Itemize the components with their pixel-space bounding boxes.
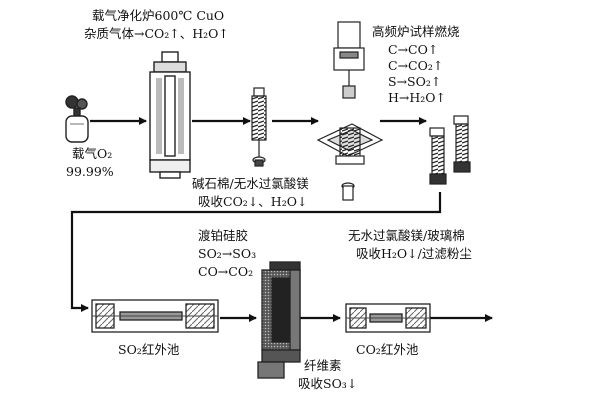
purifier-title: 载气净化炉600℃ CuO (92, 8, 225, 23)
purifier-reaction: 杂质气体→CO₂↑、H₂O↑ (84, 26, 229, 41)
arrow-filter-to-so2-cell (70, 192, 442, 312)
carrier-gas-purity: 99.99% (66, 164, 114, 179)
furnace-reaction-4: H→H₂O↑ (388, 90, 447, 105)
absorber-tube-1 (251, 87, 267, 167)
catalyst-furnace (257, 261, 301, 379)
cellulose-title: 纤维素 (304, 358, 342, 373)
furnace-title: 高频炉试样燃烧 (372, 24, 460, 39)
so2-infrared-cell (91, 299, 219, 333)
absorber-1-title: 碱石棉/无水过氯酸镁 (192, 176, 309, 191)
furnace-reaction-1: C→CO↑ (388, 42, 439, 57)
co2-infrared-cell (345, 303, 431, 333)
oxygen-cylinder (65, 95, 89, 143)
co2-cell-label: CO₂红外池 (356, 342, 419, 357)
catalyst-title: 渡铂硅胶 (198, 228, 249, 243)
so2-cell-label: SO₂红外池 (118, 342, 180, 357)
filter-desc: 吸收H₂O↓/过滤粉尘 (356, 246, 472, 261)
purifier-furnace (149, 51, 191, 179)
furnace-reaction-2: C→CO₂↑ (388, 58, 444, 73)
absorber-1-desc: 吸收CO₂↓、H₂O↓ (198, 194, 308, 209)
catalyst-reaction-1: SO₂→SO₃ (198, 246, 257, 261)
carrier-gas-label: 载气O₂ (72, 146, 113, 161)
cellulose-desc: 吸收SO₃↓ (298, 376, 358, 391)
filter-tubes (429, 115, 471, 185)
filter-title: 无水过氯酸镁/玻璃棉 (348, 228, 465, 243)
catalyst-reaction-2: CO→CO₂ (198, 264, 254, 279)
furnace-reaction-3: S→SO₂↑ (388, 74, 442, 89)
high-frequency-furnace (316, 21, 384, 201)
flow-lines-bottom (70, 192, 493, 322)
